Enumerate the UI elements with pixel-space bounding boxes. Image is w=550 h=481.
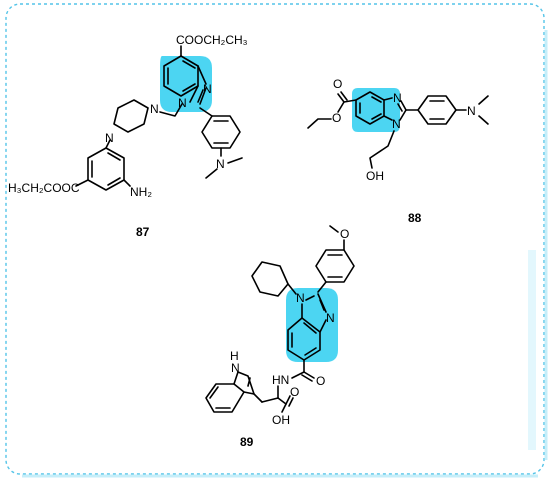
atom-o-ester-88: O (332, 111, 341, 125)
dashed-border (5, 3, 545, 475)
methoxyphenyl-ring-89 (315, 249, 355, 293)
compound-89: O N N (205, 225, 355, 449)
atom-n-dimethyl-88: N (467, 104, 476, 118)
label-amine-87: NH₂ (130, 185, 152, 199)
atom-n-imidazole-89: N (326, 311, 335, 325)
compound-number-87: 87 (136, 225, 150, 239)
label-ester-left-87: H₃CH₂COOC (8, 181, 80, 195)
imidazole-ring-87 (189, 65, 207, 105)
label-nh-indole-89: H (230, 349, 239, 363)
cyclohexyl-ring-89 (251, 261, 297, 297)
atom-o-amide-89: O (316, 374, 325, 388)
piperazine-ring-87 (113, 99, 149, 133)
dimethylaminophenyl-ring-87 (199, 107, 241, 157)
indole-ring-89 (205, 371, 263, 413)
compound-87: N N COOCH₂CH₃ N N H₃CH₂COOC NH₂ (8, 33, 248, 239)
atom-n-imidazole-87: N (203, 82, 212, 96)
atom-n-indole-89: N (231, 361, 240, 375)
atom-n-piperazine-bottom-87: N (105, 131, 114, 145)
frame-glow-right (528, 250, 536, 450)
label-oh-acid-89: OH (272, 413, 290, 427)
label-nh-amide-89: HN (272, 373, 289, 387)
atom-n-ring-87: N (178, 96, 187, 110)
imidazole-ring-88 (383, 97, 407, 121)
compound-88: N N O O OH N 88 (307, 77, 489, 225)
aniline-ring-87 (87, 147, 125, 191)
imidazole-ring-89 (301, 293, 327, 333)
atom-o-carbonyl-88: O (333, 77, 342, 91)
atom-o-acid-89: O (290, 385, 299, 399)
dimethylaminophenyl-ring-88 (405, 95, 467, 125)
atom-o-methoxy-89: O (340, 227, 349, 241)
atom-n-ring-89: N (296, 291, 305, 305)
atom-n-imidazole-88: N (393, 91, 402, 105)
compound-number-89: 89 (240, 435, 254, 449)
label-ester-top-87: COOCH₂CH₃ (176, 33, 248, 47)
label-hydroxyl-88: OH (366, 169, 384, 183)
atom-n-dimethyl-87: N (216, 157, 225, 171)
atom-n-ring-88: N (392, 117, 401, 131)
compound-number-88: 88 (408, 211, 422, 225)
atom-n-piperazine-top-87: N (150, 102, 159, 116)
